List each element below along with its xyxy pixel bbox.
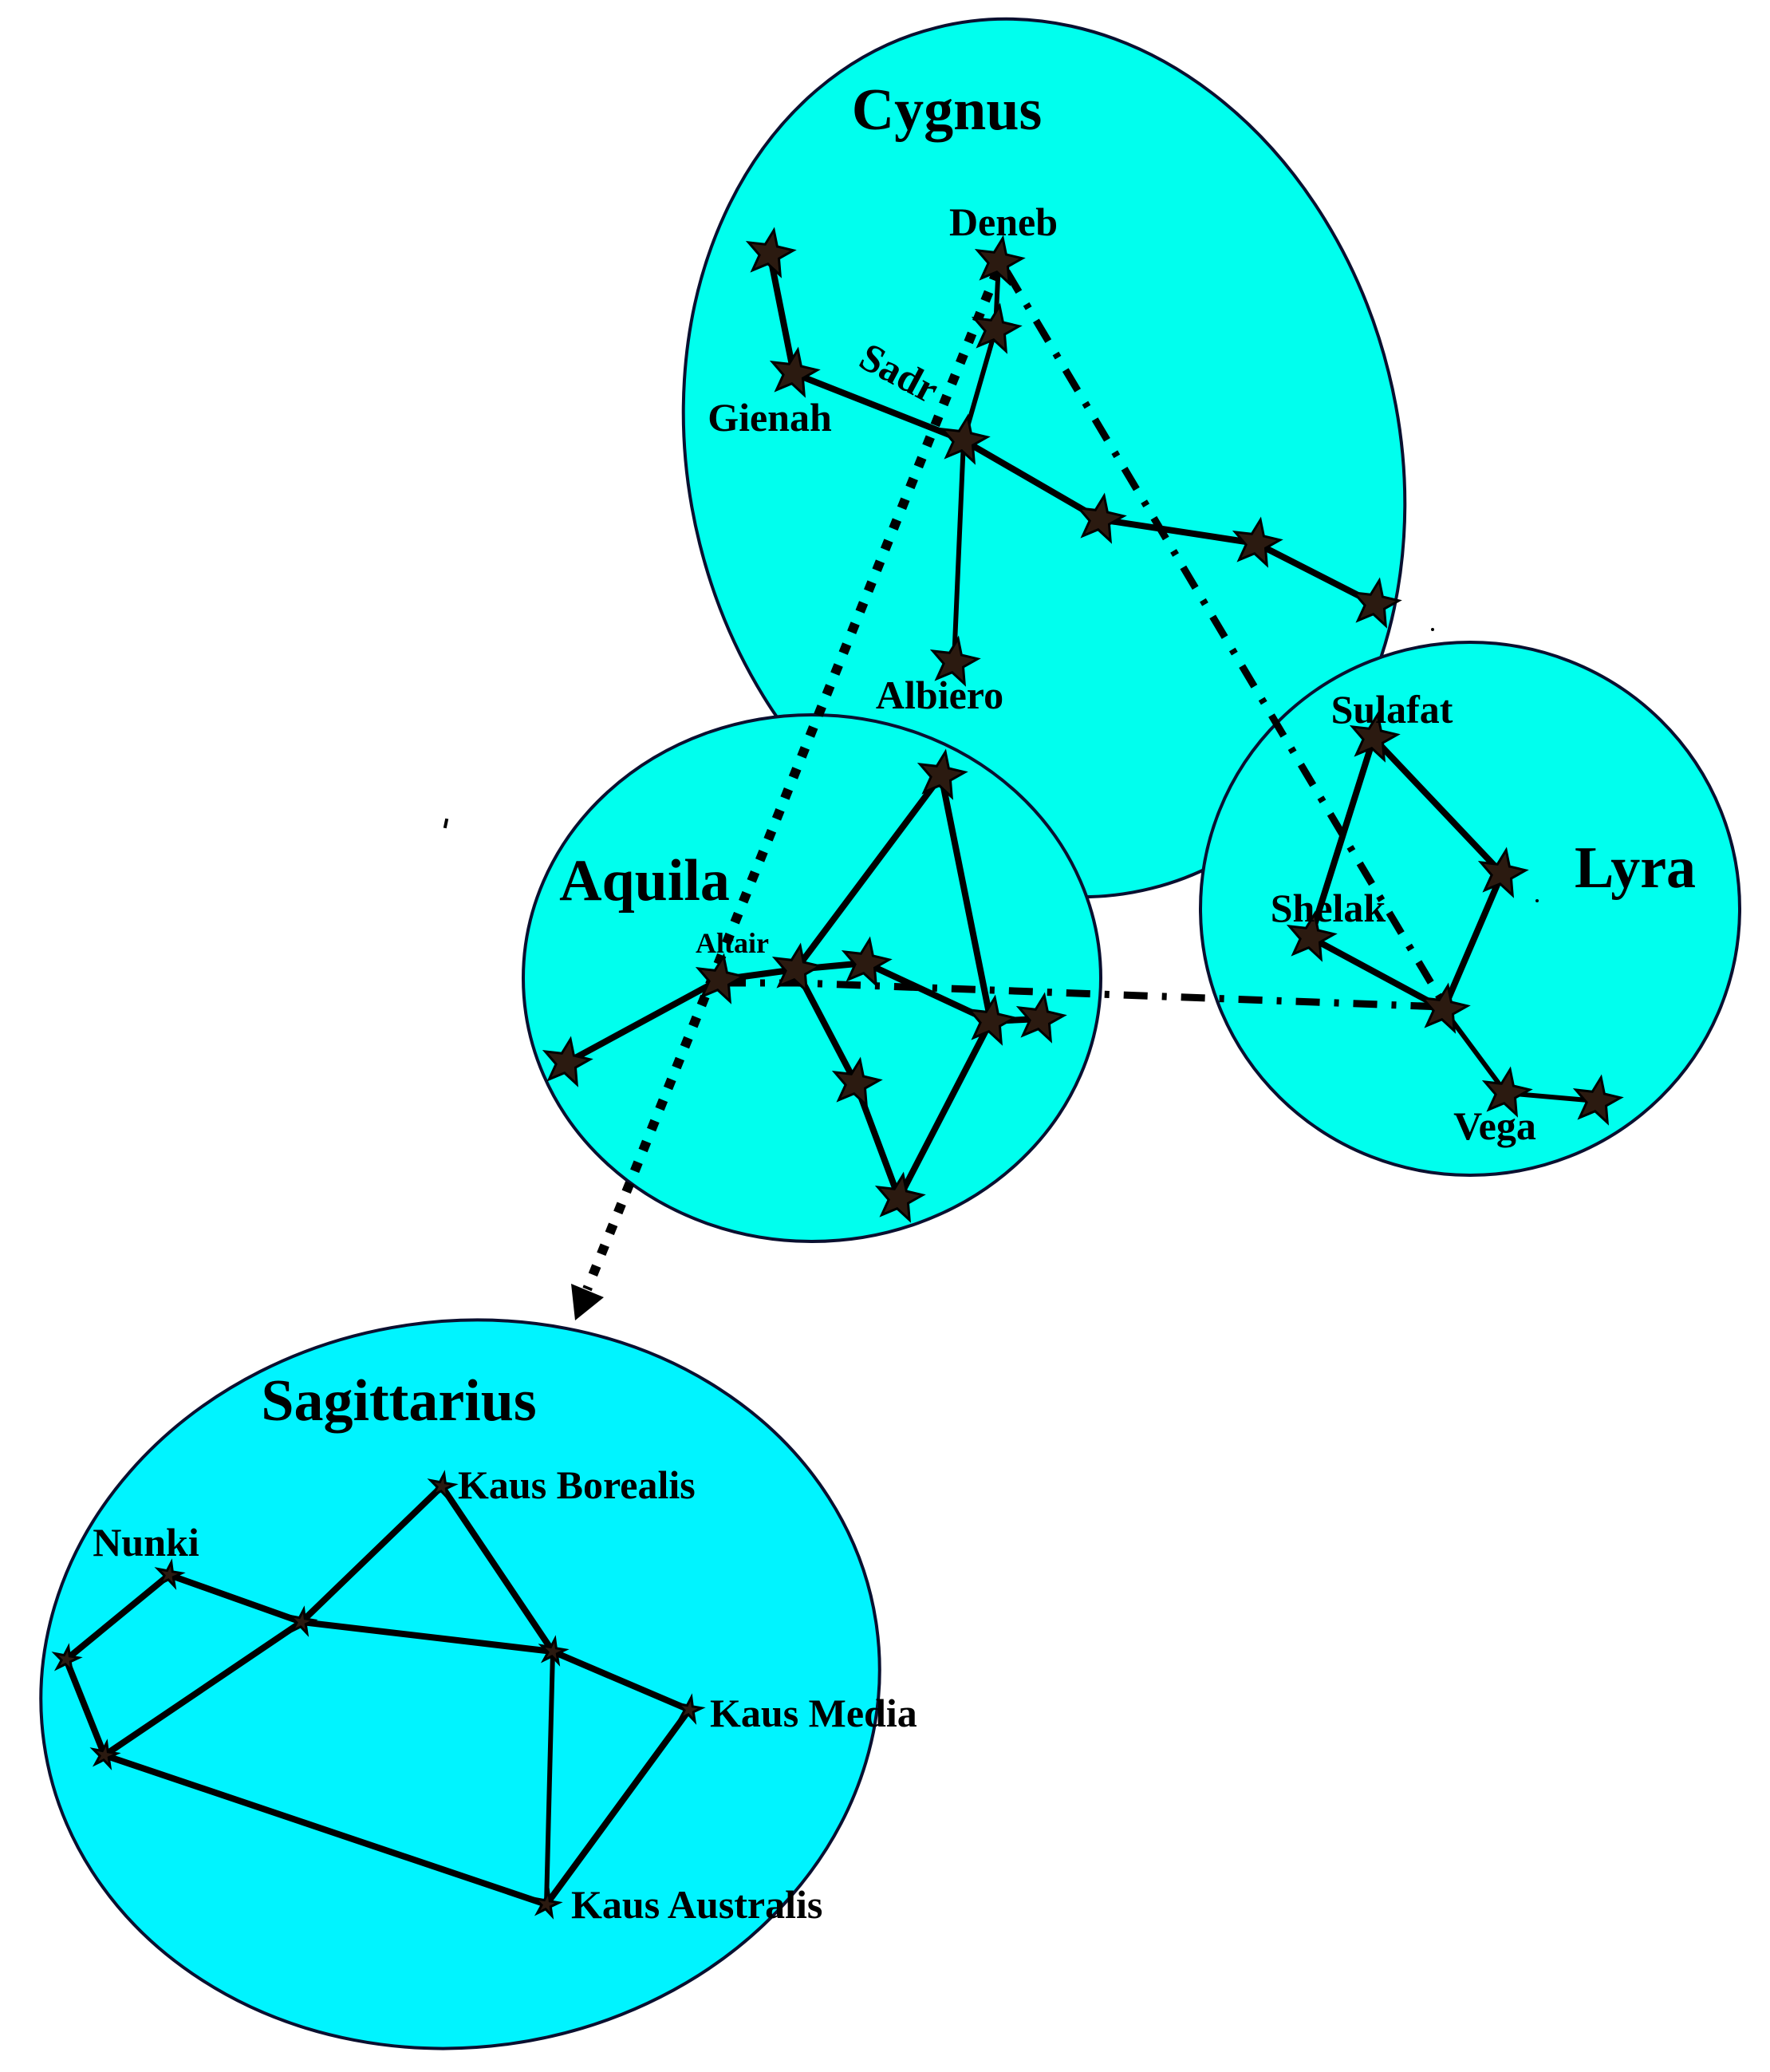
gienah-label: Gienah [708,395,832,440]
sulafat-label: Sulafat [1331,687,1453,732]
aquila-star-icon [542,1036,593,1087]
cygnus-star-icon [1350,577,1402,629]
aquila-title: Aquila [559,848,730,914]
kaus-australis-label: Kaus Australis [571,1882,822,1927]
sagittarius-star-icon [286,1605,318,1637]
kaus-media-star-icon [674,1693,706,1725]
sulafat-star-icon [1349,711,1401,763]
sadr-star-icon [939,413,991,465]
albiero-star-icon [929,635,981,687]
aquila-star-icon [771,942,823,994]
deneb-label: Deneb [949,199,1058,244]
sagittarius-star-icon [538,1635,570,1667]
shelak-label: Shelak [1271,886,1386,930]
stray-mark [443,818,449,829]
gienah-star-icon [769,346,821,398]
kaus-australis-star-icon [531,1888,563,1920]
sagittarius-title: Sagittarius [261,1368,536,1434]
shelak-star-icon [1286,910,1338,962]
sagittarius-lines [62,1481,695,1908]
aquila-star-icon [966,994,1018,1046]
vega-star-icon [1481,1066,1533,1118]
cygnus-star-icon [1232,516,1283,568]
altair-label: Altair [696,927,769,959]
nunki-label: Nunki [93,1520,199,1565]
lyra-star-icon [1419,982,1471,1034]
stray-dot [1535,899,1539,902]
lyra-region [1199,641,1741,1177]
cygnus-star-icon [1075,492,1127,544]
aquila-region [522,713,1102,1243]
sagittarius-star-icon [51,1643,83,1675]
nunki-star-icon [154,1558,186,1590]
vega-label: Vega [1453,1103,1536,1148]
kaus-borealis-star-icon [427,1470,459,1502]
cygnus-star-icon [745,227,797,278]
aquila-star-icon [917,748,968,800]
cygnus-lines [767,251,1378,663]
sagittarius-region [39,1318,881,2050]
lyra-title: Lyra [1575,835,1696,901]
altair-star-icon [695,953,747,1004]
cygnus-star-icon [971,302,1023,354]
albiero-label: Albiero [876,673,1003,717]
stray-dot [1431,628,1434,631]
aquila-star-icon [1015,992,1067,1044]
aquila-star-icon [841,936,893,988]
stars [51,227,1624,1920]
lyra-star-icon [1572,1074,1624,1126]
deneb-to-sagittarius-connector [582,269,1002,1292]
arrowhead-icon [571,1284,604,1320]
aquila-star-icon [874,1171,926,1223]
kaus-media-label: Kaus Media [710,1691,917,1735]
lyra-star-icon [1477,847,1529,898]
cygnus-title: Cygnus [852,77,1043,143]
sagittarius-star-icon [89,1739,121,1770]
deneb-star-icon [974,235,1026,286]
kaus-borealis-label: Kaus Borealis [458,1462,696,1507]
aquila-star-icon [831,1056,883,1108]
cygnus-region [681,17,1407,899]
